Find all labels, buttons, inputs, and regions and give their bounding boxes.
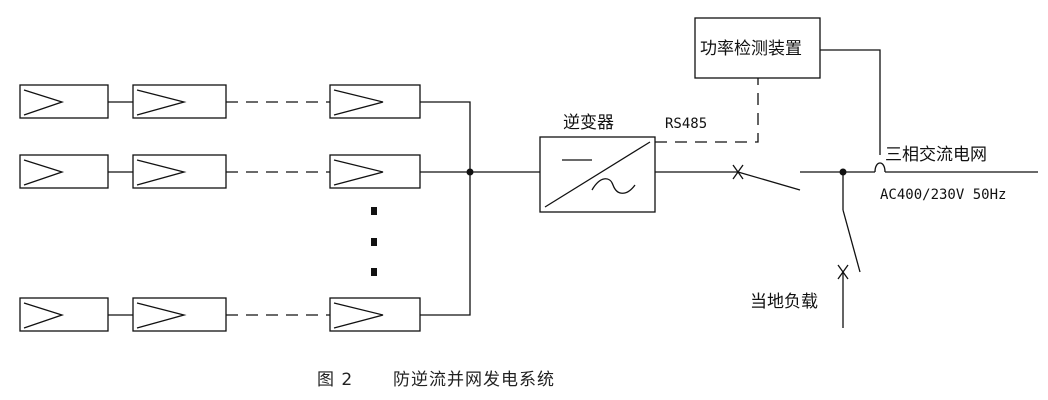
rs485-link [655, 78, 759, 143]
pv-string-row-1 [19, 84, 471, 172]
pv-string-row-2 [19, 154, 470, 189]
pv-panel [132, 154, 227, 189]
figure-caption: 防逆流并网发电系统 [393, 370, 555, 390]
pv-panel [19, 84, 109, 119]
grid-spec-label: AC400/230V 50Hz [880, 187, 1006, 203]
load-switch [842, 209, 861, 273]
breaker-switch [737, 171, 801, 191]
grid-label: 三相交流电网 [885, 145, 987, 165]
figure-number: 图 2 [317, 370, 353, 390]
power-detector-label: 功率检测装置 [700, 39, 802, 59]
inverter-block [539, 136, 656, 213]
inverter-label: 逆变器 [563, 113, 614, 133]
line-crossover [874, 162, 886, 173]
ellipsis-dots [371, 207, 377, 276]
pv-panel [132, 84, 227, 119]
pv-panel [132, 297, 227, 332]
pv-panel [19, 154, 109, 189]
pv-panel [19, 297, 109, 332]
detector-sense-line [820, 49, 881, 155]
pv-string-row-3 [19, 172, 471, 332]
local-load-label: 当地负载 [750, 292, 818, 312]
pv-panel [329, 84, 421, 119]
rs485-label: RS485 [665, 116, 707, 132]
power-detector-block [694, 17, 821, 79]
pv-panel [329, 154, 421, 189]
pv-panel [329, 297, 421, 332]
